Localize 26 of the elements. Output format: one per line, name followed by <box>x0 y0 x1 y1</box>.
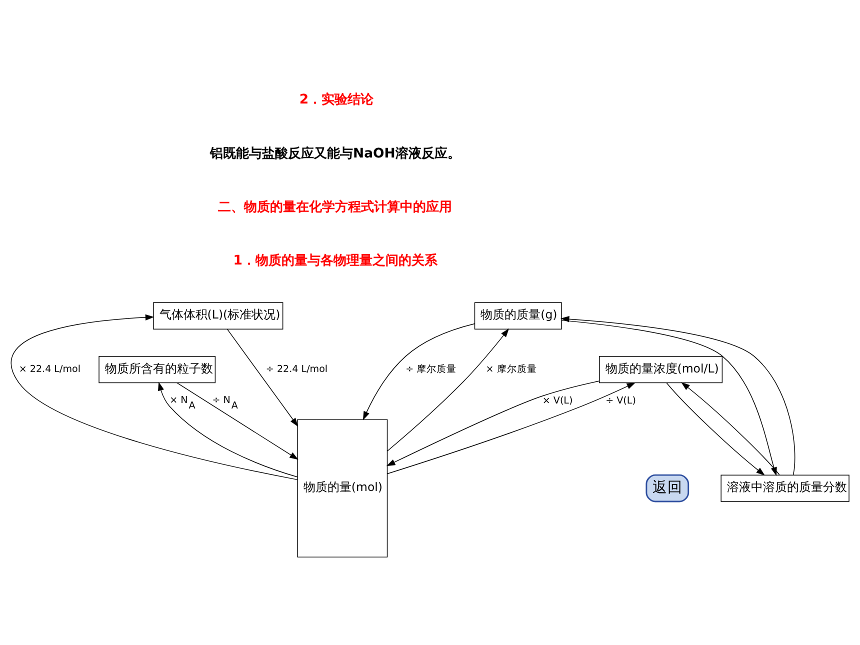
node-box: 物质的质量(g) <box>474 302 562 330</box>
label: 铝既能与盐酸反应又能与NaOH溶液反应。 <box>210 146 460 162</box>
edge-label: ÷ 摩尔质量 <box>406 364 457 376</box>
node-box: 物质的量浓度(mol/L) <box>599 356 723 384</box>
node-box: 溶液中溶质的质量分数 <box>720 474 850 502</box>
arrow <box>387 328 510 452</box>
edge-label: ÷ V(L) <box>606 396 636 407</box>
edge-label: ÷ 22.4 L/mol <box>266 364 328 376</box>
arrow <box>362 323 475 420</box>
label: 1．物质的量与各物理量之间的关系 <box>233 254 438 269</box>
arrow <box>10 314 298 480</box>
arrow <box>158 382 298 478</box>
node-box: 物质所含有的粒子数 <box>98 356 216 384</box>
label: 二、物质的量在化学方程式计算中的应用 <box>218 200 452 216</box>
node-box: 气体体积(L)(标准状况) <box>153 302 284 330</box>
node-box: 返回 <box>646 474 690 502</box>
node-box: 物质的量(mol) <box>297 419 388 558</box>
arrow <box>386 382 636 474</box>
arrow <box>226 328 298 427</box>
edge-label: × 摩尔质量 <box>486 364 537 376</box>
label: 2．实验结论 <box>299 92 374 108</box>
edge-label: × V(L) <box>542 396 573 407</box>
arrow <box>176 382 298 460</box>
arrow <box>386 380 600 466</box>
arrow <box>666 382 765 476</box>
edge-label: × 22.4 L/mol <box>18 364 81 376</box>
